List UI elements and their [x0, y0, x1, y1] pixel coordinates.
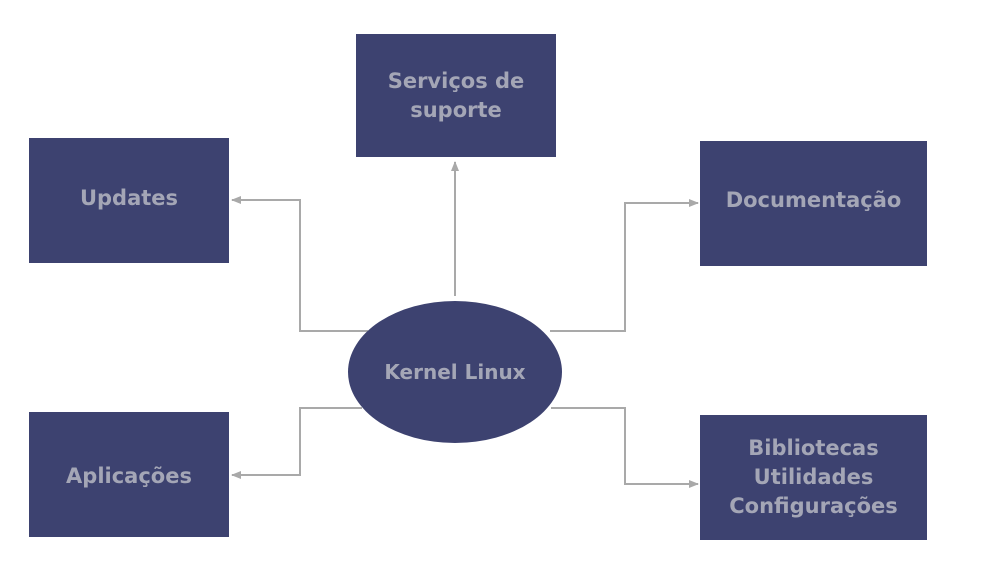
node-updates: Updates [29, 138, 229, 263]
node-kernel-linux-label: Kernel Linux [384, 359, 526, 384]
node-updates-label: Updates [79, 186, 179, 210]
node-applications: Aplicações [29, 412, 229, 537]
node-libraries-line-3: Configurações [729, 494, 898, 518]
connector-kernel-to-docs [550, 199, 699, 332]
node-libraries-line-2: Utilidades [753, 465, 874, 489]
node-libraries: Bibliotecas Utilidades Configurações [700, 415, 927, 540]
node-kernel-linux: Kernel Linux [348, 301, 562, 443]
connector-kernel-to-updates [231, 196, 368, 332]
node-documentation: Documentação [700, 141, 927, 266]
node-support-services-line-2: suporte [410, 97, 502, 122]
connector-kernel-to-libs [551, 407, 699, 488]
node-documentation-label: Documentação [725, 188, 902, 212]
connector-kernel-to-apps [231, 407, 362, 479]
node-support-services: Serviços de suporte [356, 34, 556, 157]
node-applications-label: Aplicações [66, 464, 192, 488]
node-libraries-line-1: Bibliotecas [748, 436, 879, 460]
node-support-services-line-1: Serviços de [387, 68, 525, 93]
